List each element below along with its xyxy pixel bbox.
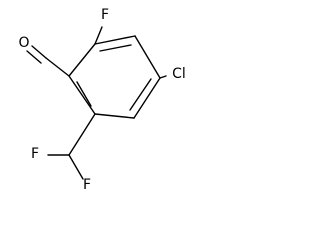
ring-bond-c6-c1-inner — [76, 81, 92, 107]
ring-bond-c4-c5-inner — [129, 78, 152, 111]
ring-bond-c2-c3-inner — [99, 44, 132, 52]
chemical-structure-diagram: O F Cl F F — [18, 7, 186, 191]
ring-to-fluorine-bond — [94, 26, 103, 45]
ring-bond-c4-c5 — [133, 77, 161, 119]
ring-bond-c6-c1 — [68, 75, 96, 115]
difluoromethyl-fluorine-1-label: F — [31, 146, 39, 162]
aldehyde-c-o-double-bond-outer — [31, 45, 47, 59]
ring-bond-c1-c2 — [68, 43, 96, 77]
ring-to-aldehyde-bond — [45, 57, 70, 77]
ring-fluorine-label: F — [101, 7, 109, 23]
aldehyde-oxygen-label: O — [18, 35, 29, 51]
ring-bond-c5-c6 — [94, 113, 135, 119]
difluoromethyl-fluorine-2-label: F — [83, 177, 91, 191]
ring-bond-c3-c4 — [134, 35, 161, 79]
ring-to-chlorine-bond — [159, 75, 167, 79]
ring-bond-c2-c3-outer — [94, 35, 136, 45]
difluoromethyl-to-fluorine-2-bond — [68, 154, 84, 180]
aldehyde-c-o-double-bond-inner — [26, 50, 42, 64]
chlorine-label: Cl — [172, 66, 186, 82]
ring-to-difluoromethyl-bond — [68, 113, 96, 156]
